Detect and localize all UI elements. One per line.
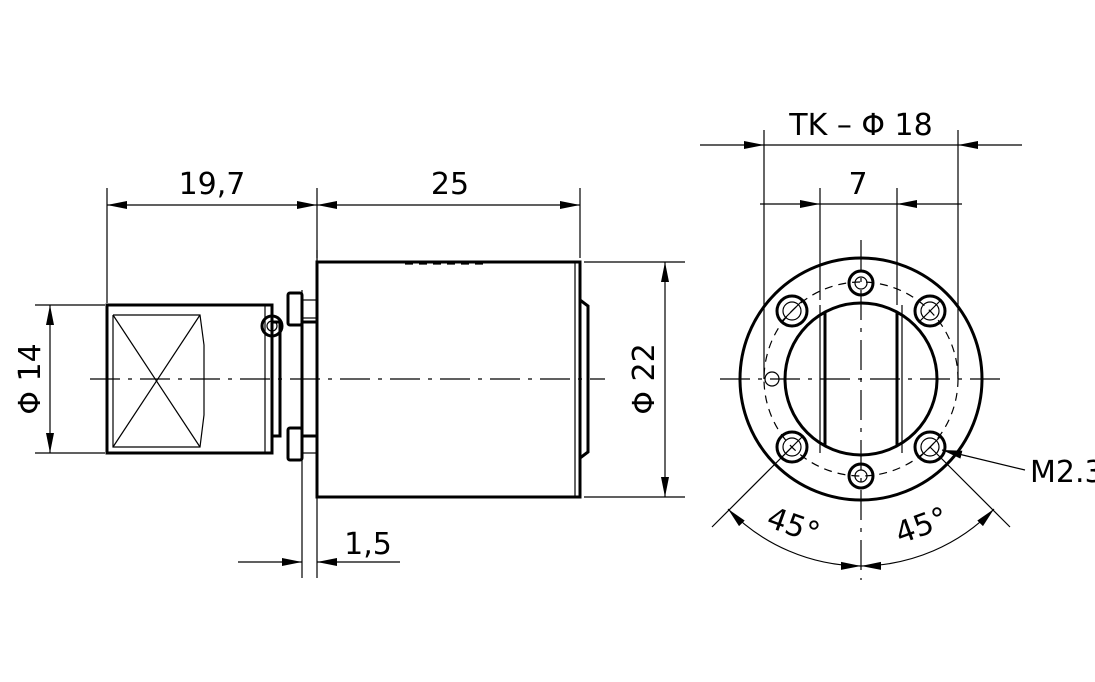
dim-body-length-label: 25: [431, 167, 469, 202]
dim-angle-right: 45°: [860, 446, 1011, 570]
dim-angle-right-label: 45°: [891, 501, 953, 552]
thread-callout: M2.3: [941, 449, 1095, 490]
dim-cap-length-label: 19,7: [179, 167, 246, 202]
bolt-hole-upper-left: [775, 294, 809, 328]
dim-angle-left: 45°: [711, 446, 862, 570]
thread-callout-label: M2.3: [1030, 455, 1095, 490]
bolt-hole-top: [847, 269, 875, 297]
side-view: 19,7 25 Φ 14 Φ 22 1,5: [13, 167, 685, 578]
dim-bolt-circle-label: TK – Φ 18: [788, 108, 932, 143]
dim-body-diameter: Φ 22: [584, 261, 685, 498]
center-slot: [819, 305, 903, 453]
dim-flange-thickness-label: 1,5: [344, 527, 392, 562]
front-view: TK – Φ 18 7 M2.3 45° 45°: [700, 108, 1095, 580]
flange-plate: [300, 250, 319, 578]
bolt-hole-bottom: [847, 462, 875, 490]
sensor-cap: [105, 303, 282, 455]
dim-body-length: 25: [317, 167, 581, 258]
flange-screw-top: [260, 291, 318, 338]
dim-cap-length: 19,7: [106, 167, 318, 303]
dim-bolt-circle: TK – Φ 18: [700, 108, 1022, 379]
dim-slot-width-label: 7: [848, 167, 867, 202]
inner-bore-circle: [783, 301, 939, 457]
bolt-hole-upper-right: [913, 294, 947, 328]
dim-slot-width: 7: [760, 167, 962, 305]
dim-flange-thickness: 1,5: [238, 527, 400, 566]
flange-outer-circle: [738, 256, 984, 502]
dim-cap-diameter-label: Φ 14: [13, 343, 48, 414]
dim-cap-diameter: Φ 14: [13, 304, 105, 454]
locating-pin-hole: [764, 371, 780, 387]
dim-body-diameter-label: Φ 22: [627, 343, 662, 414]
dim-angle-left-label: 45°: [762, 501, 824, 552]
sensor-body: [315, 260, 590, 499]
